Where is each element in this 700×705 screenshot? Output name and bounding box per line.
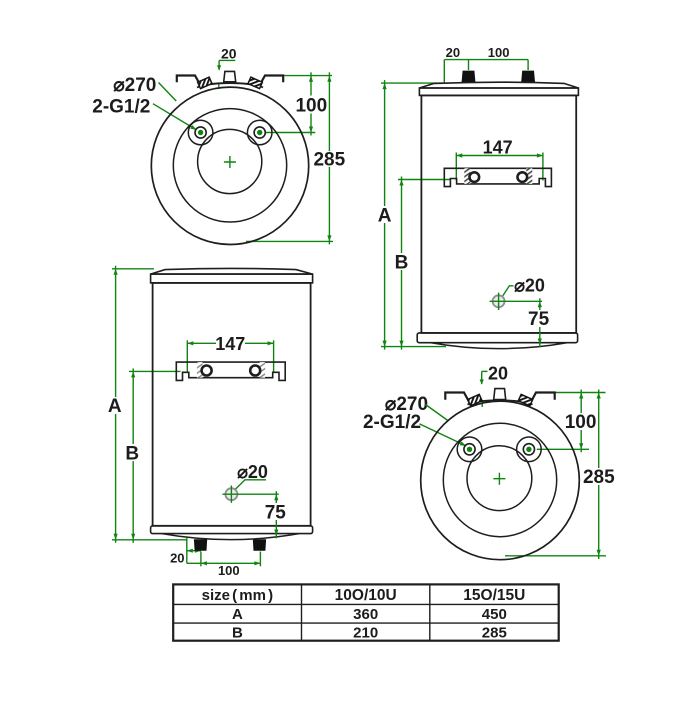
svg-text:20: 20 bbox=[170, 551, 184, 566]
svg-text:20: 20 bbox=[488, 363, 508, 383]
svg-text:20: 20 bbox=[221, 45, 237, 61]
svg-text:285: 285 bbox=[583, 467, 615, 488]
svg-text:147: 147 bbox=[483, 137, 513, 157]
svg-text:B: B bbox=[232, 624, 243, 641]
svg-text:2-G1/2: 2-G1/2 bbox=[363, 412, 421, 433]
svg-text:285: 285 bbox=[313, 150, 345, 171]
svg-text:285: 285 bbox=[482, 624, 507, 641]
svg-text:B: B bbox=[125, 444, 139, 465]
svg-text:100: 100 bbox=[295, 95, 327, 116]
svg-text:210: 210 bbox=[353, 624, 378, 641]
svg-text:⌀20: ⌀20 bbox=[237, 462, 268, 482]
svg-text:⌀270: ⌀270 bbox=[385, 394, 428, 415]
svg-text:100: 100 bbox=[218, 563, 240, 578]
svg-text:B: B bbox=[395, 253, 409, 274]
svg-text:100: 100 bbox=[488, 45, 510, 60]
svg-text:A: A bbox=[232, 606, 243, 623]
svg-text:A: A bbox=[378, 205, 392, 226]
svg-text:size ( mm ): size ( mm ) bbox=[202, 587, 274, 604]
svg-text:10O/10U: 10O/10U bbox=[335, 587, 397, 604]
svg-text:2-G1/2: 2-G1/2 bbox=[92, 96, 150, 117]
svg-text:75: 75 bbox=[265, 502, 287, 523]
svg-text:100: 100 bbox=[565, 412, 597, 433]
svg-text:360: 360 bbox=[353, 606, 378, 623]
svg-text:450: 450 bbox=[482, 606, 507, 623]
svg-text:147: 147 bbox=[215, 334, 245, 354]
svg-text:15O/15U: 15O/15U bbox=[463, 587, 525, 604]
svg-text:⌀20: ⌀20 bbox=[514, 275, 545, 295]
svg-text:75: 75 bbox=[528, 309, 550, 330]
svg-text:A: A bbox=[108, 396, 122, 417]
svg-text:⌀270: ⌀270 bbox=[113, 75, 156, 96]
svg-text:20: 20 bbox=[446, 45, 460, 60]
